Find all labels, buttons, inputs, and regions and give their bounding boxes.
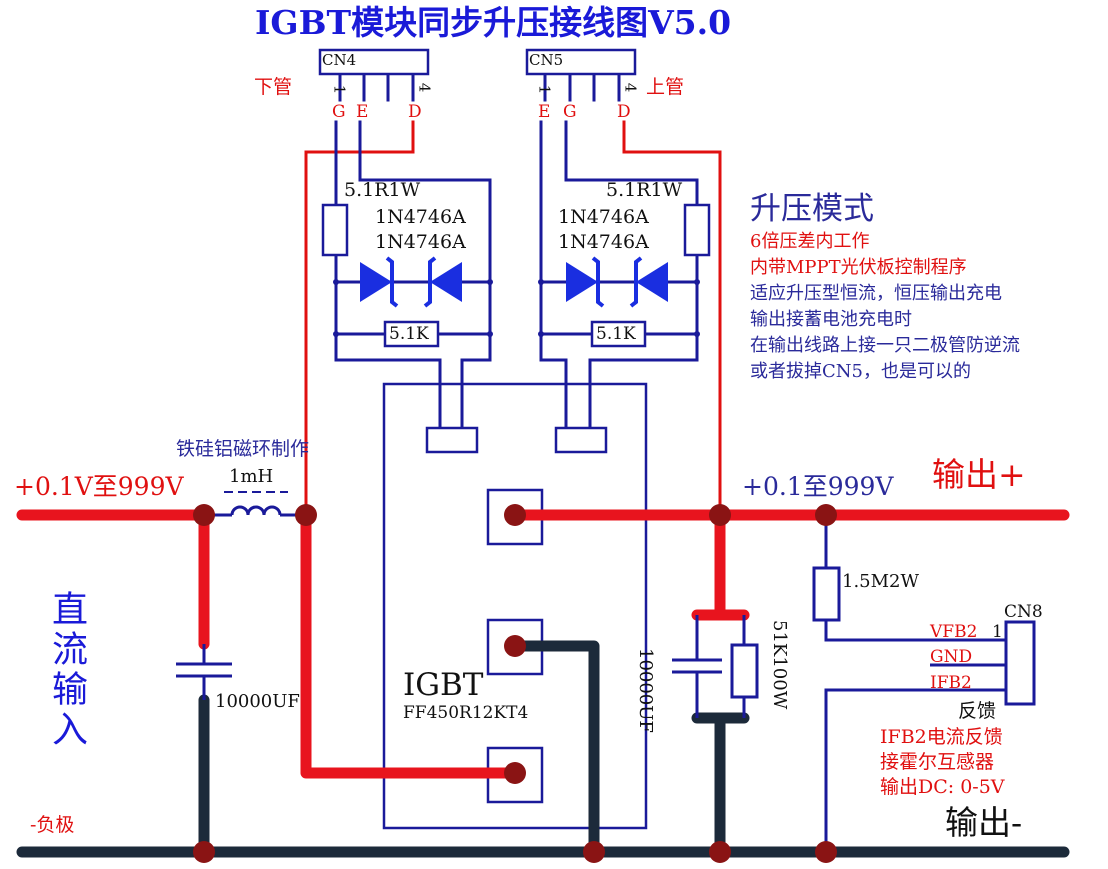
output-capacitor xyxy=(672,615,722,718)
note-line-2: 内带MPPT光伏板控制程序 xyxy=(750,257,967,278)
divider-resistor-label: 1.5M2W xyxy=(842,571,920,592)
cn5-sig-e: E xyxy=(538,102,551,122)
cn4-sig-g: G xyxy=(332,102,346,122)
gate-resistor-right-label: 5.1R1W xyxy=(606,179,683,201)
pulldown-resistor-left xyxy=(383,320,440,348)
page-title: IGBT模块同步升压接线图V5.0 xyxy=(255,3,732,42)
note-line-3: 适应升压型恒流，恒压输出充电 xyxy=(750,283,1002,304)
cn4-pin-4: 4 xyxy=(415,82,434,93)
note-line-1: 6倍压差内工作 xyxy=(750,231,870,252)
pulldown-right-label: 5.1K xyxy=(596,324,636,344)
output-minus-label: 输出- xyxy=(945,803,1023,842)
gate-junctions xyxy=(333,279,700,337)
inductor-value-label: 1mH xyxy=(229,466,274,487)
input-side-label: 直流输入 xyxy=(46,590,87,750)
input-capacitor xyxy=(176,644,232,700)
cn4-sig-d: D xyxy=(408,102,422,122)
cn5-pin-4: 4 xyxy=(621,82,640,93)
cn8-pin-1: 1 xyxy=(992,622,1003,642)
cn8-label: CN8 xyxy=(1004,602,1043,622)
pulldown-resistor-right xyxy=(590,320,647,348)
output-voltage-label: +0.1至999V xyxy=(742,472,894,501)
mode-heading: 升压模式 xyxy=(750,191,874,227)
power-junctions xyxy=(193,504,837,863)
note-line-4: 输出接蓄电池充电时 xyxy=(750,309,912,330)
positive-rail xyxy=(16,509,1070,779)
feedback-note-3: 输出DC: 0-5V xyxy=(880,776,1005,798)
feedback-note-2: 接霍尔互感器 xyxy=(880,751,995,773)
cn5-role: 上管 xyxy=(646,76,685,98)
gate-resistor-left-label: 5.1R1W xyxy=(344,179,421,201)
inductor xyxy=(204,491,306,517)
output-capacitor-label: 10000UF xyxy=(635,648,656,733)
gate-resistor-left xyxy=(321,203,349,257)
cn8-feedback: 反馈 xyxy=(958,700,997,722)
output-plus-label: 输出+ xyxy=(932,455,1026,494)
zener-left-2-label: 1N4746A xyxy=(375,231,466,253)
cn8-gnd: GND xyxy=(930,647,973,667)
zener-pair-right xyxy=(566,256,668,308)
connector-cn4 xyxy=(318,48,430,76)
zener-pair-left xyxy=(360,256,462,308)
feedback-note-1: IFB2电流反馈 xyxy=(880,726,1003,748)
pulldown-left-label: 5.1K xyxy=(389,324,429,344)
igbt-label: IGBT xyxy=(403,667,484,703)
note-line-6: 或者拔掉CN5，也是可以的 xyxy=(750,361,971,382)
cn8-ifb2: IFB2 xyxy=(930,673,972,693)
input-voltage-label: +0.1V至999V xyxy=(14,472,184,501)
gate-resistor-right xyxy=(683,203,711,257)
note-line-5: 在输出线路上接一只二极管防逆流 xyxy=(750,335,1020,356)
cn4-label: CN4 xyxy=(322,51,357,69)
zener-right-2-label: 1N4746A xyxy=(558,231,649,253)
igbt-part-label: FF450R12KT4 xyxy=(403,703,529,723)
input-capacitor-label: 10000UF xyxy=(215,691,300,712)
cn8-vfb2: VFB2 xyxy=(930,622,978,642)
zener-left-1-label: 1N4746A xyxy=(375,206,466,228)
zener-right-1-label: 1N4746A xyxy=(558,206,649,228)
cn5-sig-d: D xyxy=(617,102,631,122)
igbt-module xyxy=(382,382,648,830)
inductor-core-label: 铁硅铝磁环制作 xyxy=(176,438,310,460)
connector-cn5 xyxy=(525,48,637,76)
cn4-role: 下管 xyxy=(254,76,293,98)
cn5-pin-1: 1 xyxy=(535,84,554,95)
cn5-label: CN5 xyxy=(529,51,564,69)
feedback-network xyxy=(812,515,1036,852)
gate-driver-wiring xyxy=(304,72,722,517)
bleeder-resistor-label: 51K100W xyxy=(769,620,790,710)
bleeder-resistor xyxy=(730,615,759,718)
cn4-pin-1: 1 xyxy=(330,84,349,95)
cn4-sig-e: E xyxy=(356,102,369,122)
cn5-sig-g: G xyxy=(563,102,577,122)
negative-label: -负极 xyxy=(30,814,75,836)
